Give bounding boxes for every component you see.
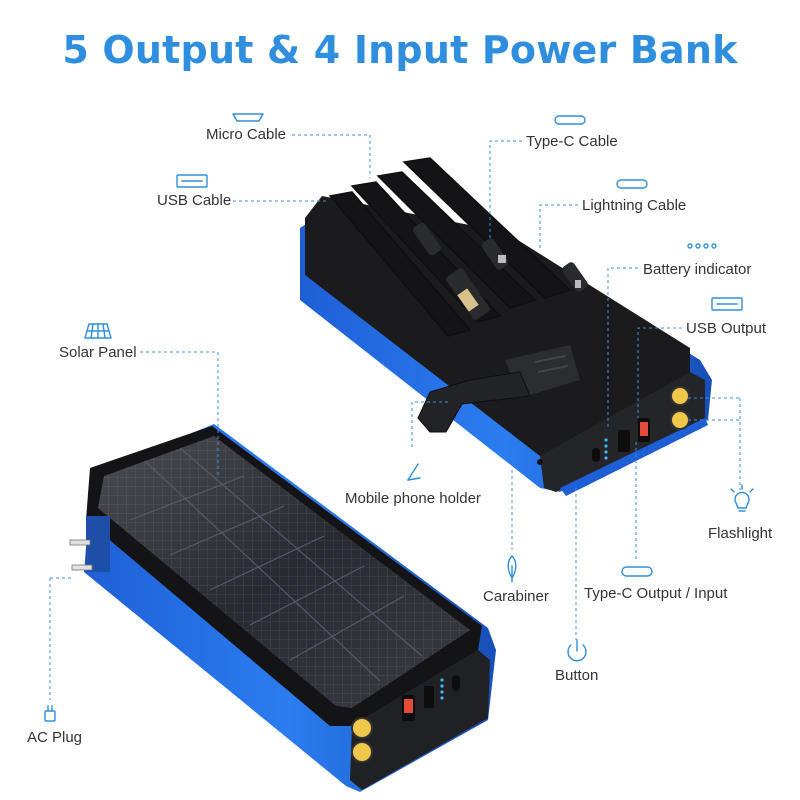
label-lightning-cable: Lightning Cable bbox=[582, 197, 687, 214]
label-type-c-cable: Type-C Cable bbox=[526, 133, 618, 150]
lightning-icon bbox=[616, 179, 648, 189]
label-micro-cable: Micro Cable bbox=[206, 126, 287, 143]
label-flashlight: Flashlight bbox=[708, 525, 773, 542]
label-usb-output: USB Output bbox=[686, 320, 767, 337]
top-ports bbox=[537, 386, 690, 465]
battery-dots-icon bbox=[687, 243, 717, 249]
cable-connectors bbox=[413, 222, 588, 320]
label-type-c-output-input: Type-C Output / Input bbox=[584, 585, 728, 602]
flashlight-icon bbox=[730, 484, 754, 512]
guide-lines bbox=[49, 134, 741, 700]
usb-icon bbox=[176, 174, 208, 188]
solar-ports bbox=[351, 675, 460, 763]
carabiner-icon bbox=[507, 555, 517, 583]
page-title: 5 Output & 4 Input Power Bank bbox=[62, 28, 738, 72]
usb-output-icon bbox=[711, 297, 743, 311]
solar-power-bank bbox=[69, 424, 496, 792]
label-ac-plug: AC Plug bbox=[27, 729, 83, 746]
label-battery-indicator: Battery indicator bbox=[643, 261, 752, 278]
ac-plug-prongs bbox=[69, 516, 110, 572]
solar-panel-icon bbox=[84, 323, 112, 339]
micro-usb-icon bbox=[232, 113, 264, 122]
label-mobile-phone-holder: Mobile phone holder bbox=[345, 490, 481, 507]
type-c-icon bbox=[554, 115, 586, 125]
phone-holder bbox=[417, 345, 580, 433]
type-c-port-icon bbox=[621, 566, 653, 577]
plug-icon bbox=[44, 705, 56, 722]
label-button: Button bbox=[555, 667, 599, 684]
label-solar-panel: Solar Panel bbox=[59, 344, 137, 361]
label-carabiner: Carabiner bbox=[483, 588, 549, 605]
label-usb-cable: USB Cable bbox=[157, 192, 232, 209]
power-icon bbox=[567, 639, 587, 662]
phone-holder-icon bbox=[407, 463, 421, 481]
